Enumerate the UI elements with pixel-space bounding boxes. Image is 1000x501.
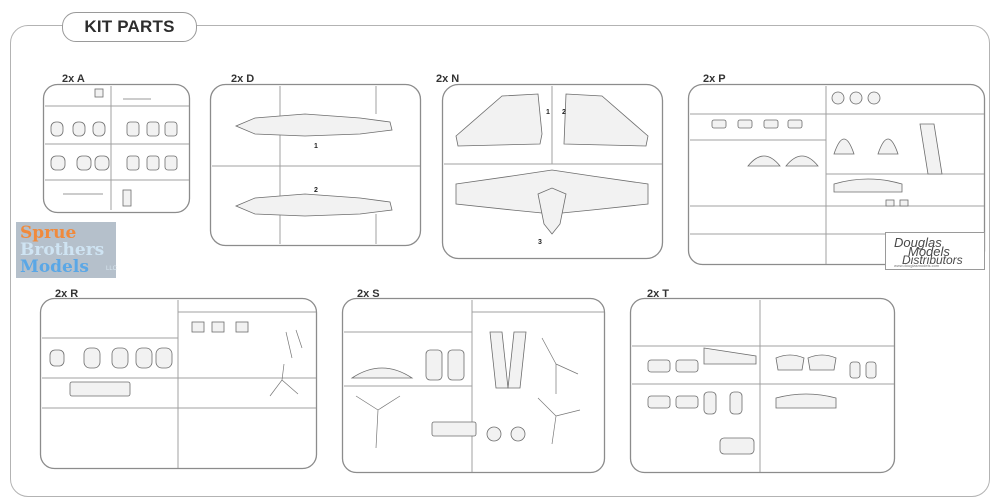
page-title: KIT PARTS: [84, 17, 175, 36]
watermark-line-2: Brothers: [20, 240, 105, 260]
sprue-label-a: 2x A: [62, 73, 85, 85]
sprue-d: 1 2: [209, 83, 422, 247]
douglas-models-watermark: Douglas Models Distributors www.douglasm…: [885, 232, 985, 270]
watermark-suffix: LLC: [106, 266, 118, 272]
sprue-n: 1 2 3: [441, 83, 664, 260]
sprue-label-r: 2x R: [55, 288, 79, 300]
part-number-n2: 2: [562, 109, 566, 116]
sprue-s: [341, 297, 606, 474]
sprue-label-n: 2x N: [436, 73, 460, 85]
part-number-n1: 1: [546, 109, 550, 116]
douglas-line-3: Distributors: [902, 253, 963, 267]
part-number-d2: 2: [314, 187, 318, 194]
sprue-brothers-watermark: Sprue Brothers Models LLC: [16, 222, 118, 278]
sprue-p: [687, 83, 986, 266]
sprue-label-d: 2x D: [231, 73, 255, 85]
kit-parts-title-tab: KIT PARTS: [62, 12, 197, 42]
watermark-line-3: Models: [20, 257, 89, 277]
sprue-t: [629, 297, 896, 474]
douglas-line-1: Douglas: [894, 235, 942, 250]
watermark-line-1: Sprue: [20, 223, 77, 243]
part-number-d1: 1: [314, 143, 318, 150]
sprue-a: [42, 83, 191, 214]
part-number-n3: 3: [538, 239, 542, 246]
sprue-label-s: 2x S: [357, 288, 380, 300]
sprue-label-t: 2x T: [647, 288, 670, 300]
sprue-r: [39, 297, 318, 470]
sprue-label-p: 2x P: [703, 73, 726, 85]
douglas-website: www.douglasmodels.com: [894, 263, 940, 268]
douglas-line-2: Models: [908, 244, 950, 259]
